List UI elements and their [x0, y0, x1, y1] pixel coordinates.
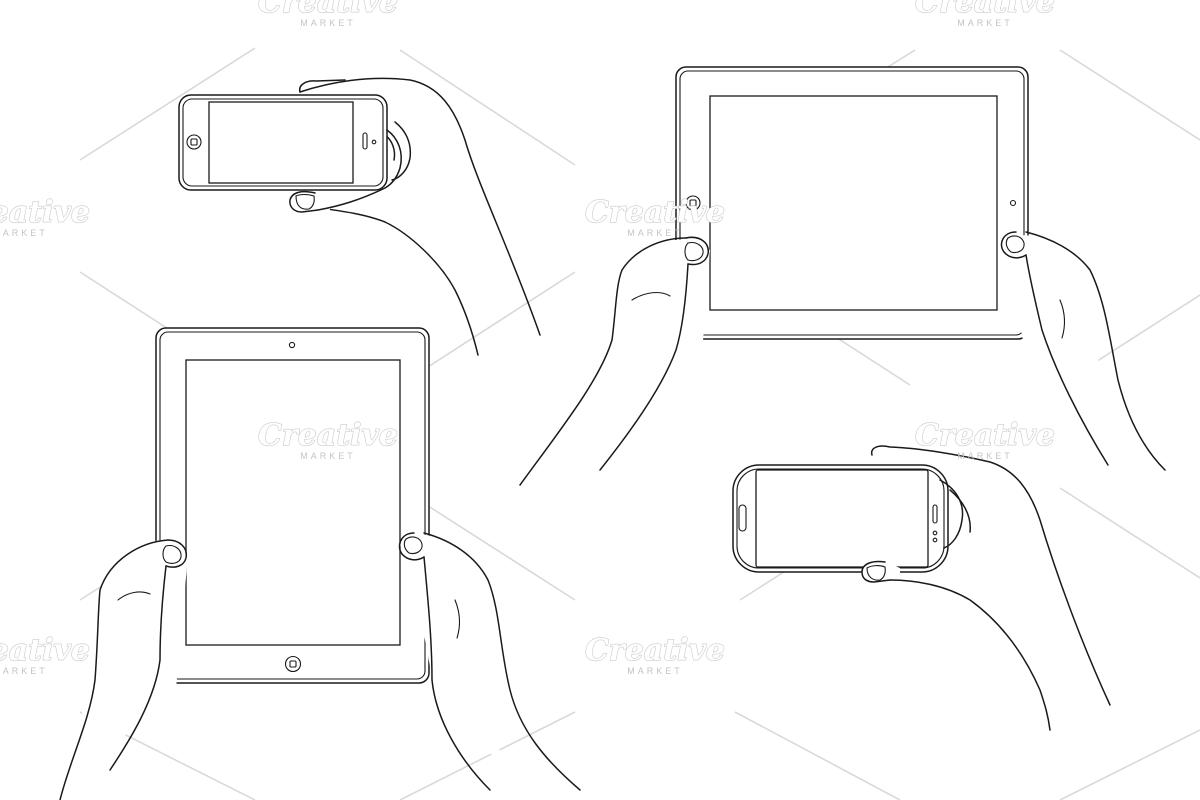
phone-android-hand-bottom	[732, 445, 1111, 731]
watermark-logo: Creative MARKET	[257, 417, 398, 461]
svg-text:MARKET: MARKET	[300, 451, 356, 461]
svg-text:MARKET: MARKET	[627, 666, 683, 676]
svg-text:MARKET: MARKET	[957, 451, 1013, 461]
watermark-logo: Creative MARKET	[914, 417, 1055, 461]
svg-text:Creative: Creative	[585, 195, 725, 230]
svg-text:MARKET: MARKET	[0, 666, 48, 676]
watermark-logo: Creative MARKET	[0, 632, 91, 676]
watermark-logo: Creative MARKET	[584, 632, 725, 676]
phone-landscape-hand-top	[178, 77, 541, 356]
svg-text:Creative: Creative	[585, 633, 725, 668]
watermark-logo: Creative MARKET	[914, 0, 1055, 28]
watermark-logos: Creative MARKET Creative MARKET Creative…	[0, 0, 1056, 676]
svg-text:MARKET: MARKET	[957, 18, 1013, 28]
svg-text:Creative: Creative	[915, 0, 1055, 20]
svg-text:Creative: Creative	[258, 0, 398, 20]
svg-text:MARKET: MARKET	[300, 18, 356, 28]
svg-text:Creative: Creative	[915, 418, 1055, 453]
tablet-landscape-two-hands	[519, 66, 1166, 486]
watermark-logo: Creative MARKET	[0, 194, 91, 238]
svg-text:Creative: Creative	[0, 195, 90, 230]
watermark-logo: Creative MARKET	[584, 194, 725, 238]
svg-text:MARKET: MARKET	[0, 228, 48, 238]
svg-text:Creative: Creative	[0, 633, 90, 668]
svg-text:MARKET: MARKET	[627, 228, 683, 238]
tablet-portrait-two-hands	[59, 327, 581, 800]
svg-text:Creative: Creative	[258, 418, 398, 453]
watermark-logo: Creative MARKET	[257, 0, 398, 28]
